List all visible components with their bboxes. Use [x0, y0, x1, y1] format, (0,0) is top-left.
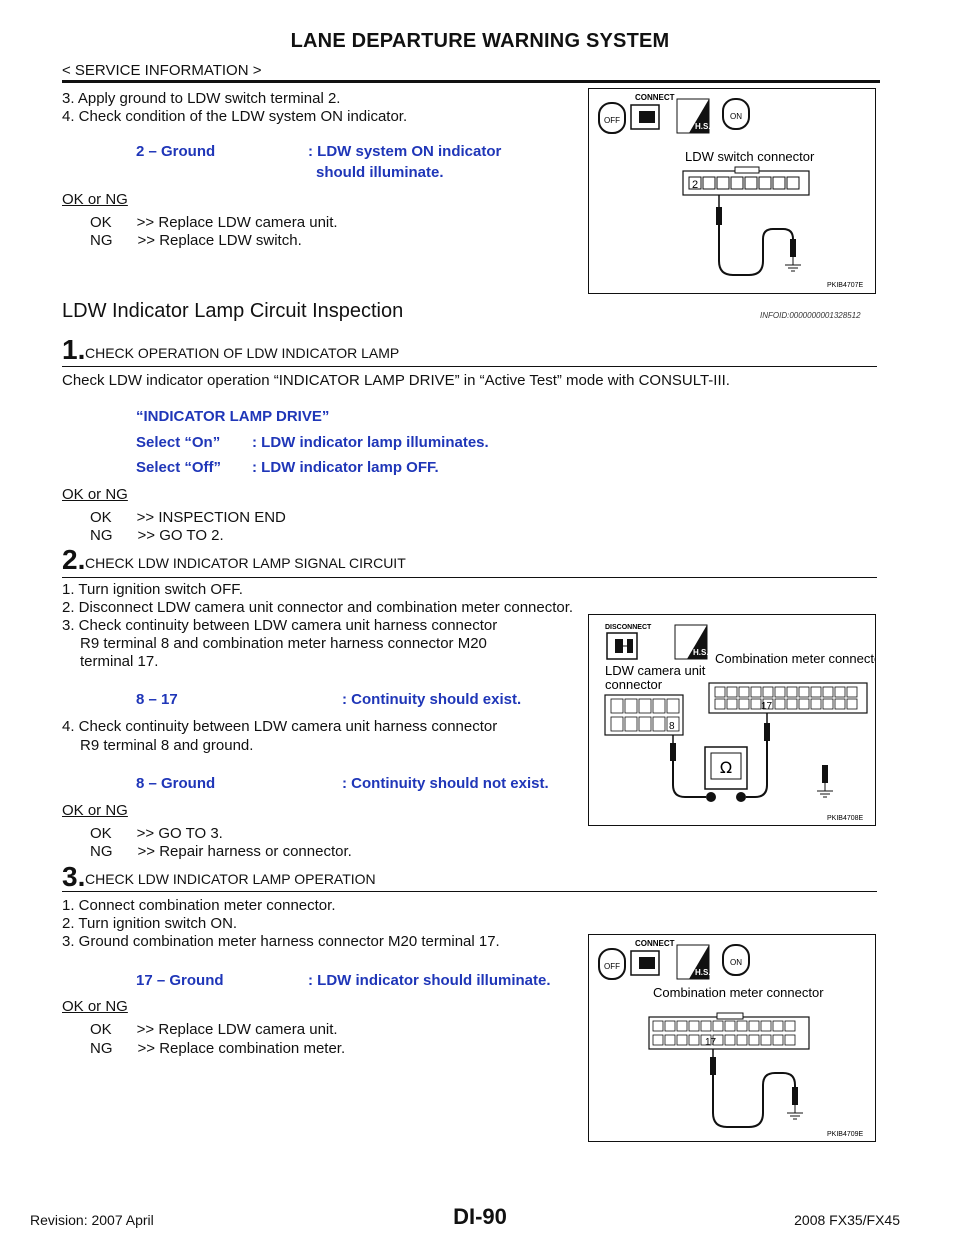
step2-l3c: terminal 17. — [80, 653, 159, 670]
step2-ng: NG >> Repair harness or connector. — [90, 843, 352, 860]
camera-label-2: connector — [605, 677, 663, 692]
step1-ng: NG >> GO TO 2. — [90, 527, 224, 544]
connector-label: LDW switch connector — [685, 149, 815, 164]
ignition-off-icon: OFF — [598, 102, 626, 134]
svg-text:H.S.: H.S. — [693, 648, 709, 657]
intro-okng: OK or NG — [62, 191, 128, 208]
combo-meter-label: Combination meter connector — [715, 651, 875, 666]
camera-label-1: LDW camera unit — [605, 663, 706, 678]
svg-text:ON: ON — [730, 112, 742, 121]
step2-l3a: 3. Check continuity between LDW camera u… — [62, 617, 498, 634]
step1-text: Check LDW indicator operation “INDICATOR… — [62, 372, 730, 389]
step1-rule — [62, 366, 877, 367]
step3-ok: OK >> Replace LDW camera unit. — [90, 1021, 338, 1038]
step2-spec2-left: 8 – Ground — [136, 775, 216, 792]
step1-ok: OK >> INSPECTION END — [90, 509, 286, 526]
step2-spec1-right: : Continuity should exist. — [342, 691, 522, 708]
tester-icon: H.S. — [676, 944, 711, 980]
step1-spec2-right: : LDW indicator lamp OFF. — [252, 459, 439, 476]
step2-spec1-left: 8 – 17 — [136, 691, 178, 708]
intro-ok: OK >> Replace LDW camera unit. — [90, 214, 338, 231]
figure-id: PKIB4707E — [827, 282, 864, 289]
connector-icon: CONNECT — [630, 93, 675, 130]
intro-spec-left: 2 – Ground — [136, 143, 216, 160]
step1-spec1-right: : LDW indicator lamp illuminates. — [252, 434, 489, 451]
svg-text:H.S.: H.S. — [695, 968, 711, 977]
step1-spec1-left: Select “On” — [136, 434, 221, 451]
footer-page-number: DI-90 — [453, 1204, 507, 1229]
ignition-on-icon: ON — [722, 944, 750, 976]
svg-text:H.S.: H.S. — [695, 122, 711, 131]
svg-text:CONNECT: CONNECT — [635, 939, 675, 948]
figure-id: PKIB4709E — [827, 1131, 864, 1138]
svg-text:2: 2 — [692, 179, 698, 191]
step3-title: CHECK LDW INDICATOR LAMP OPERATION — [85, 871, 376, 887]
svg-text:17: 17 — [761, 701, 773, 712]
step2-l3b: R9 terminal 8 and combination meter harn… — [80, 635, 487, 652]
svg-text:OFF: OFF — [604, 962, 620, 971]
svg-text:DISCONNECT: DISCONNECT — [605, 624, 652, 631]
tester-icon: H.S. — [674, 624, 709, 660]
header-divider — [62, 80, 880, 83]
step1-spec-title: “INDICATOR LAMP DRIVE” — [136, 408, 330, 425]
step2-l1: 1. Turn ignition switch OFF. — [62, 581, 243, 598]
step2-l4b: R9 terminal 8 and ground. — [80, 737, 254, 754]
combo-meter-label: Combination meter connector — [653, 985, 824, 1000]
intro-step4: 4. Check condition of the LDW system ON … — [62, 108, 408, 125]
lamp-operation-diagram: OFF CONNECT H.S. ON Combination meter co… — [598, 939, 864, 1138]
footer-model: 2008 FX35/FX45 — [794, 1212, 900, 1228]
step3-okng: OK or NG — [62, 998, 128, 1015]
disconnect-connector-icon: DISCONNECT — [605, 624, 652, 660]
step3-spec-left: 17 – Ground — [136, 972, 224, 989]
step2-ok: OK >> GO TO 3. — [90, 825, 223, 842]
step3-rule — [62, 891, 877, 892]
step3-number: 3. — [62, 861, 86, 892]
step2-number: 2. — [62, 544, 86, 575]
figure-signal-circuit: DISCONNECT H.S. Combination meter connec… — [588, 614, 876, 826]
section-title: LDW Indicator Lamp Circuit Inspection — [62, 300, 404, 322]
figure-ldw-switch: OFF CONNECT H.S. ON LDW switch connector — [588, 88, 876, 294]
intro-spec-right: : LDW system ON indicator — [308, 143, 502, 160]
ignition-off-icon: OFF — [598, 948, 626, 980]
intro-spec-right-2: should illuminate. — [316, 164, 444, 181]
ldw-switch-diagram: OFF CONNECT H.S. ON LDW switch connector — [598, 93, 864, 289]
connector-icon: CONNECT — [630, 939, 675, 976]
step1-number: 1. — [62, 334, 86, 365]
step1-spec2-left: Select “Off” — [136, 459, 222, 476]
step2-title: CHECK LDW INDICATOR LAMP SIGNAL CIRCUIT — [85, 555, 406, 571]
section-infoid: INFOID:0000000001328512 — [760, 311, 861, 320]
breadcrumb: < SERVICE INFORMATION > — [62, 62, 262, 79]
step1-okng: OK or NG — [62, 486, 128, 503]
step3-l2: 2. Turn ignition switch ON. — [62, 915, 238, 932]
step2-spec2-right: : Continuity should not exist. — [342, 775, 549, 792]
step2-okng: OK or NG — [62, 802, 128, 819]
tester-icon: H.S. — [676, 98, 711, 134]
ohm-icon: Ω — [720, 758, 732, 777]
ignition-on-icon: ON — [722, 98, 750, 130]
step2-rule — [62, 577, 877, 578]
intro-ng: NG >> Replace LDW switch. — [90, 232, 302, 249]
svg-text:17: 17 — [705, 1037, 717, 1048]
page-title: LANE DEPARTURE WARNING SYSTEM — [290, 30, 670, 52]
svg-text:CONNECT: CONNECT — [635, 93, 675, 102]
intro-step3: 3. Apply ground to LDW switch terminal 2… — [62, 90, 341, 107]
svg-text:OFF: OFF — [604, 116, 620, 125]
step3-spec-right: : LDW indicator should illuminate. — [308, 972, 551, 989]
step2-l4a: 4. Check continuity between LDW camera u… — [62, 718, 498, 735]
footer-revision: Revision: 2007 April — [30, 1212, 154, 1228]
figure-lamp-operation: OFF CONNECT H.S. ON Combination meter co… — [588, 934, 876, 1142]
step3-l3: 3. Ground combination meter harness conn… — [62, 933, 500, 950]
svg-text:ON: ON — [730, 958, 742, 967]
step1-title: CHECK OPERATION OF LDW INDICATOR LAMP — [85, 345, 400, 361]
figure-id: PKIB4708E — [827, 815, 864, 822]
step3-l1: 1. Connect combination meter connector. — [62, 897, 336, 914]
svg-text:8: 8 — [669, 721, 675, 732]
signal-circuit-diagram: DISCONNECT H.S. Combination meter connec… — [604, 624, 875, 822]
step3-ng: NG >> Replace combination meter. — [90, 1040, 346, 1057]
step2-l2: 2. Disconnect LDW camera unit connector … — [62, 599, 574, 616]
